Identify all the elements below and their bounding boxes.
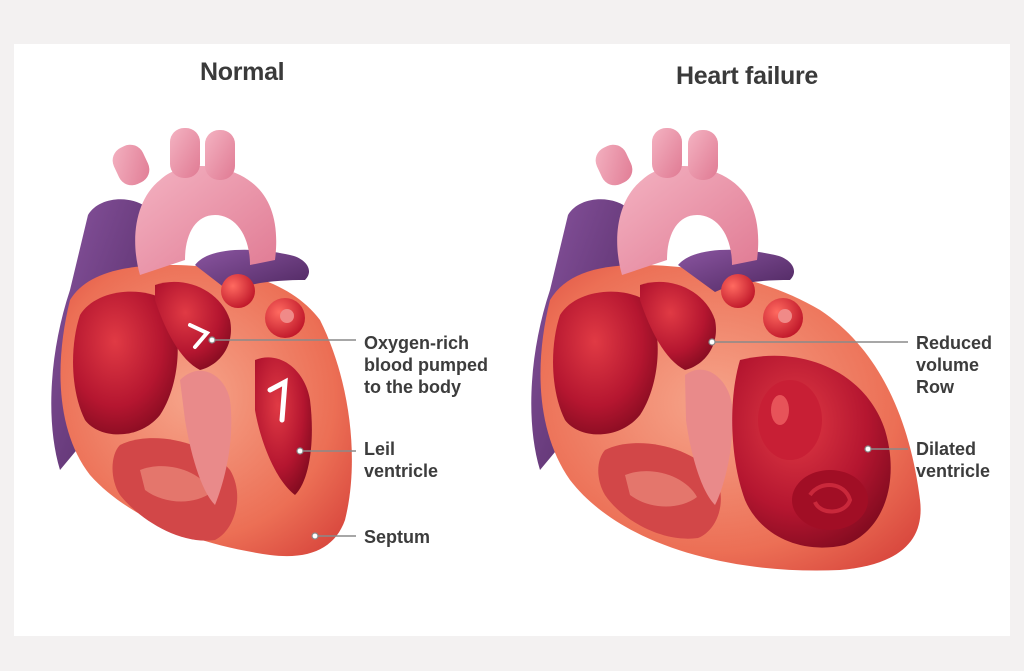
normal-aorta	[135, 165, 277, 275]
label-left-ventricle: Leil ventricle	[364, 439, 439, 481]
leader-lines	[212, 339, 908, 537]
failure-right-atrium	[553, 291, 658, 435]
label-dilated-ventricle: Dilated ventricle	[916, 439, 991, 481]
normal-pulmonary-vein	[195, 249, 310, 292]
label-septum: Septum	[364, 527, 431, 547]
failure-septum-muscle	[685, 369, 733, 505]
normal-heart	[51, 128, 352, 557]
label-reduced-volume-flow: Reduced volume Row	[916, 333, 993, 397]
failure-heart	[531, 128, 921, 571]
normal-right-atrium	[73, 291, 178, 435]
failure-aorta	[617, 165, 759, 275]
heart-failure-title: Heart failure	[676, 62, 818, 90]
failure-vessel-1	[721, 274, 755, 308]
failure-pulmonary-vein	[678, 249, 795, 292]
label-oxygen-rich-blood: Oxygen-rich blood pumped to the body	[364, 333, 488, 397]
normal-title: Normal	[200, 58, 285, 86]
normal-septum-muscle	[180, 370, 232, 505]
normal-vessel-1	[221, 274, 255, 308]
